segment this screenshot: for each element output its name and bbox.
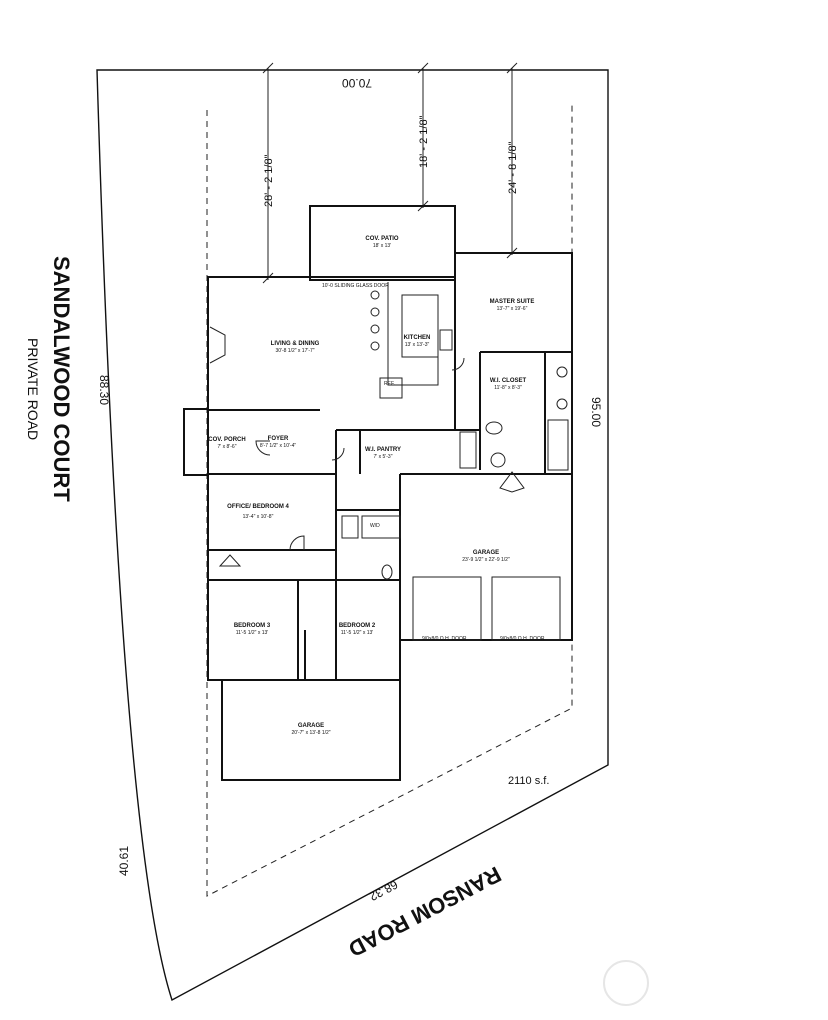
setback-dimensions <box>262 62 518 284</box>
room-patio-dim: 18' x 13' <box>373 243 391 249</box>
room-kitchen: KITCHEN <box>404 335 431 341</box>
room-bed3: BEDROOM 3 <box>234 623 271 629</box>
room-bed2-dim: 11'-5 1/2" x 13' <box>341 630 374 636</box>
room-bed3-dim: 11'-5 1/2" x 13' <box>236 630 269 636</box>
room-garage1: GARAGE <box>473 550 499 556</box>
room-patio: COV. PATIO <box>365 236 399 242</box>
room-foyer: FOYER <box>268 436 289 442</box>
note-gdoor2: 9/0x8/0 O.H. DOOR <box>500 636 545 642</box>
kitchen-fixtures <box>209 282 453 399</box>
room-foyer-dim: 8'-7 1/2" x 10'-4" <box>260 443 297 449</box>
room-porch-dim: 7' x 8'-6" <box>218 444 237 450</box>
room-garage2-dim: 20'-7" x 13'-8 1/2" <box>291 730 330 736</box>
garage-doors <box>412 576 561 641</box>
room-office: OFFICE/ BEDROOM 4 <box>227 504 289 510</box>
setback-b: 18' - 2 1/8" <box>418 115 430 168</box>
room-garage1-dim: 23'-9 1/2" x 22'-9 1/2" <box>462 557 510 563</box>
room-garage2: GARAGE <box>298 723 324 729</box>
setback-c: 24' - 8 1/8" <box>507 141 519 194</box>
door-swings <box>218 357 525 567</box>
lot-dim-right: 95.00 <box>589 397 603 427</box>
lot-boundary <box>96 69 609 1002</box>
lot-dim-top: 70.00 <box>342 76 372 90</box>
house-walls <box>183 205 573 781</box>
room-pantry-dim: 7' x 5'-3" <box>374 454 393 460</box>
lot-dim-bottom: 68.32 <box>367 877 400 904</box>
room-master-dim: 13'-7" x 19'-6" <box>497 306 528 312</box>
room-wic: W.I. CLOSET <box>490 378 527 384</box>
note-slider: 10'-0 SLIDING GLASS DOOR <box>322 283 389 289</box>
court-subtitle: PRIVATE ROAD <box>25 338 41 440</box>
note-gdoor1: 9/0x8/0 O.H. DOOR <box>422 636 467 642</box>
lot-dim-left: 88.30 <box>97 375 111 405</box>
room-pantry: W.I. PANTRY <box>365 447 401 453</box>
road-name: RANSOM ROAD <box>344 862 505 963</box>
note-washer: W/D <box>370 523 380 529</box>
room-living: LIVING & DINING <box>271 341 320 347</box>
room-porch: COV. PORCH <box>208 437 245 443</box>
note-ref: REF. <box>384 381 395 387</box>
watermark-logo <box>603 960 649 1006</box>
lot-dim-curve: 40.61 <box>117 846 131 876</box>
court-name: SANDALWOOD COURT <box>49 256 74 502</box>
room-kitchen-dim: 13' x 13'-3" <box>405 342 430 348</box>
room-office-dim: 13'-4" x 10'-8" <box>243 514 274 520</box>
room-bed2: BEDROOM 2 <box>339 623 376 629</box>
room-living-dim: 30'-8 1/2" x 17'-7" <box>275 348 314 354</box>
room-master: MASTER SUITE <box>490 299 535 305</box>
bath-fixtures <box>341 366 569 580</box>
setback-a: 28' - 2 1/8" <box>263 154 275 207</box>
room-wic-dim: 11'-8" x 8'-3" <box>494 385 522 391</box>
area-label: 2110 s.f. <box>508 775 549 787</box>
